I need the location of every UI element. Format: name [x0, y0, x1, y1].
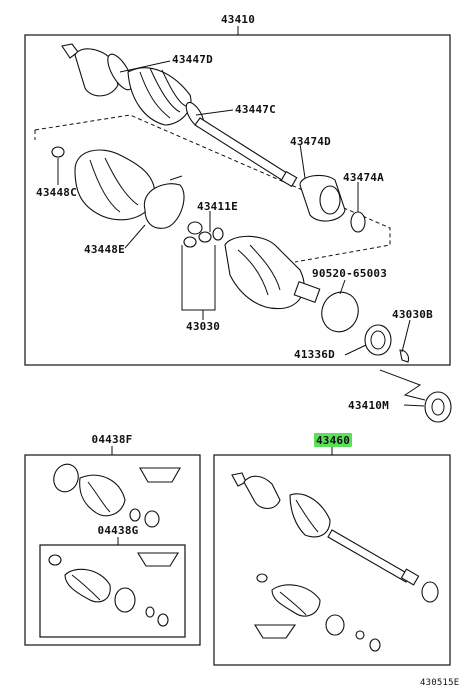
- label-90520-65003[interactable]: 90520-65003: [312, 267, 387, 280]
- drive-shaft-bottom: [231, 472, 439, 603]
- clamp-ring-band: [143, 183, 185, 229]
- label-43030[interactable]: 43030: [186, 320, 220, 333]
- snap-ring-90520: [321, 291, 359, 333]
- label-43447c[interactable]: 43447C: [235, 103, 276, 116]
- dashed-kit-outline: [34, 114, 391, 263]
- label-43411e[interactable]: 43411E: [197, 200, 238, 213]
- label-43460[interactable]: 43460: [316, 434, 350, 447]
- label-04438f[interactable]: 04438F: [92, 433, 133, 446]
- label-43410m[interactable]: 43410M: [348, 399, 389, 412]
- damper-43474d: [299, 174, 346, 222]
- label-43030b[interactable]: 43030B: [392, 308, 433, 321]
- label-43448c[interactable]: 43448C: [36, 186, 77, 199]
- boot-43448c: [51, 146, 156, 221]
- bearing-43410m: [424, 391, 452, 423]
- label-43448e[interactable]: 43448E: [84, 243, 125, 256]
- label-43410[interactable]: 43410: [221, 13, 255, 26]
- clip-43030b: [399, 349, 410, 363]
- outer-joint-43030: [224, 235, 321, 310]
- clamp-43474a: [350, 211, 366, 233]
- kit-f-parts: [53, 463, 181, 528]
- drive-shaft-top: [61, 43, 298, 188]
- label-43447d[interactable]: 43447D: [172, 53, 213, 66]
- label-43474d[interactable]: 43474D: [290, 135, 331, 148]
- part-highlight: [314, 433, 352, 447]
- boot-kit-bottom: [254, 573, 381, 652]
- figure-code: 430515E: [420, 678, 459, 688]
- label-43474a[interactable]: 43474A: [343, 171, 384, 184]
- kit-g-parts: [48, 552, 179, 627]
- label-41336d[interactable]: 41336D: [294, 348, 335, 361]
- seal-41336d: [364, 324, 392, 356]
- label-04438g[interactable]: 04438G: [98, 524, 139, 537]
- tripod-43411e: [183, 221, 224, 248]
- kit-04438g-frame: [39, 544, 186, 638]
